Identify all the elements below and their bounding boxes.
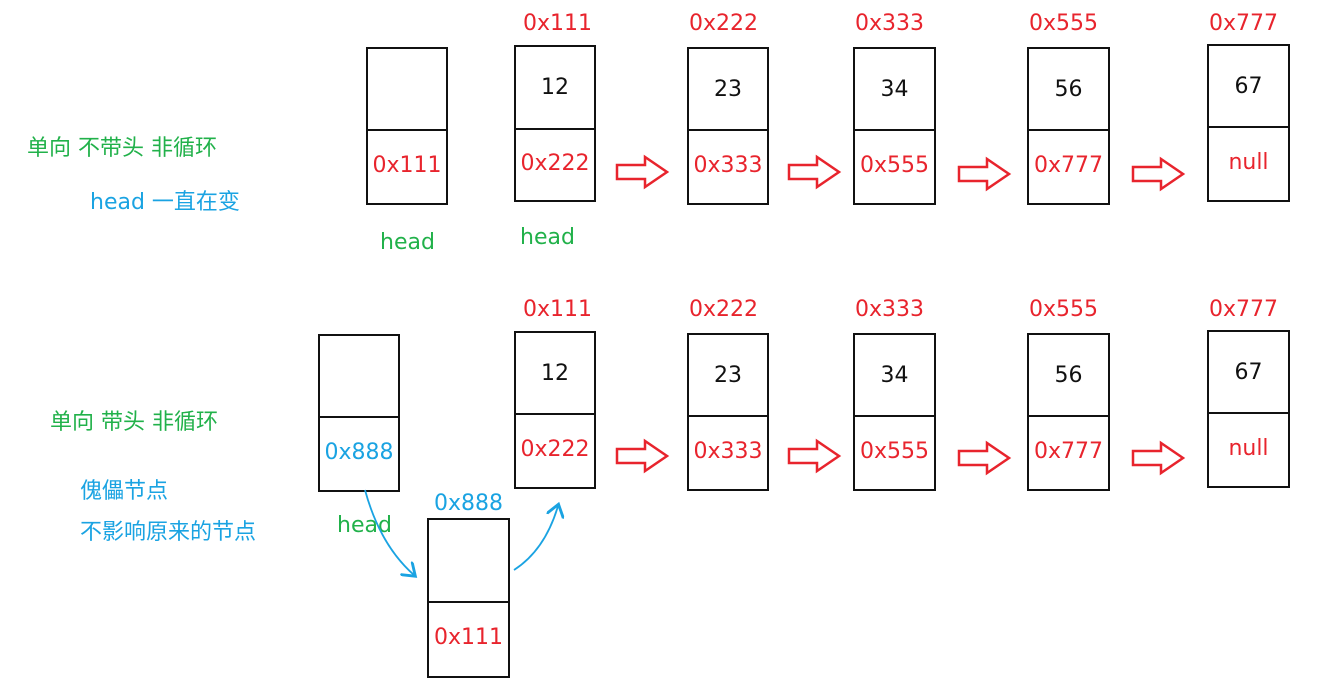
sentinel-data bbox=[429, 520, 508, 603]
head-box-data-cell bbox=[320, 336, 398, 418]
list-node: 67 null bbox=[1207, 44, 1290, 202]
sentinel-node: 0x111 bbox=[427, 518, 510, 678]
node-data: 56 bbox=[1029, 335, 1108, 417]
node-address: 0x777 bbox=[1209, 297, 1279, 322]
list-node: 56 0x777 bbox=[1027, 333, 1110, 491]
list-node: 23 0x333 bbox=[687, 333, 769, 491]
node-data: 23 bbox=[689, 335, 767, 417]
head-box-data-cell bbox=[368, 49, 446, 131]
node-address: 0x222 bbox=[689, 11, 759, 36]
node-next: 0x777 bbox=[1033, 152, 1103, 178]
next-arrow-icon bbox=[787, 438, 842, 474]
list-node: 12 0x222 bbox=[514, 331, 596, 489]
node-data: 34 bbox=[855, 335, 934, 417]
node-next: 0x222 bbox=[520, 436, 590, 462]
row1-title: 单向 不带头 非循环 bbox=[27, 136, 217, 161]
node-address: 0x555 bbox=[1029, 11, 1099, 36]
row1-head-box: 0x111 bbox=[366, 47, 448, 205]
row2-note-line1: 傀儡节点 bbox=[80, 479, 169, 504]
node-next: 0x555 bbox=[859, 438, 929, 464]
node-data: 12 bbox=[516, 47, 594, 130]
list-node: 67 null bbox=[1207, 330, 1290, 488]
list-node: 23 0x333 bbox=[687, 47, 769, 205]
next-arrow-icon bbox=[615, 438, 670, 474]
row2-head-box: 0x888 bbox=[318, 334, 400, 492]
next-arrow-icon bbox=[957, 156, 1012, 192]
next-arrow-icon bbox=[787, 154, 842, 190]
list-node: 56 0x777 bbox=[1027, 47, 1110, 205]
node-data: 12 bbox=[516, 333, 594, 415]
node-address: 0x222 bbox=[689, 297, 759, 322]
next-arrow-icon bbox=[957, 440, 1012, 476]
node-address: 0x333 bbox=[855, 297, 925, 322]
sentinel-next: 0x111 bbox=[433, 625, 503, 650]
sentinel-to-first-node-arrow-icon bbox=[513, 506, 558, 571]
node-address: 0x777 bbox=[1209, 11, 1279, 36]
head-to-sentinel-arrow-icon bbox=[364, 489, 414, 575]
row1-head-label-node: head bbox=[520, 225, 575, 250]
sentinel-address: 0x888 bbox=[434, 491, 504, 516]
node-address: 0x111 bbox=[523, 297, 593, 322]
row2-title: 单向 带头 非循环 bbox=[50, 410, 218, 435]
node-address: 0x555 bbox=[1029, 297, 1099, 322]
node-data: 34 bbox=[855, 49, 934, 131]
node-next: 0x333 bbox=[693, 438, 763, 464]
node-next: 0x777 bbox=[1033, 438, 1103, 464]
head-box-next-cell: 0x111 bbox=[372, 152, 442, 178]
node-address: 0x111 bbox=[523, 11, 593, 36]
row1-head-label: head bbox=[380, 230, 435, 255]
node-data: 67 bbox=[1209, 46, 1288, 128]
node-address: 0x333 bbox=[855, 11, 925, 36]
node-data: 67 bbox=[1209, 332, 1288, 414]
row2-note-line2: 不影响原来的节点 bbox=[80, 520, 257, 545]
list-node: 34 0x555 bbox=[853, 47, 936, 205]
next-arrow-icon bbox=[615, 154, 670, 190]
node-next: 0x555 bbox=[859, 152, 929, 178]
node-next: null bbox=[1228, 149, 1269, 175]
row1-note: head 一直在变 bbox=[90, 190, 240, 215]
node-next: 0x333 bbox=[693, 152, 763, 178]
list-node: 34 0x555 bbox=[853, 333, 936, 491]
node-next: null bbox=[1228, 435, 1269, 461]
node-data: 23 bbox=[689, 49, 767, 131]
next-arrow-icon bbox=[1131, 440, 1186, 476]
next-arrow-icon bbox=[1131, 156, 1186, 192]
head-box-next-cell: 0x888 bbox=[324, 439, 394, 465]
list-node: 12 0x222 bbox=[514, 45, 596, 202]
node-next: 0x222 bbox=[520, 150, 590, 176]
node-data: 56 bbox=[1029, 49, 1108, 131]
